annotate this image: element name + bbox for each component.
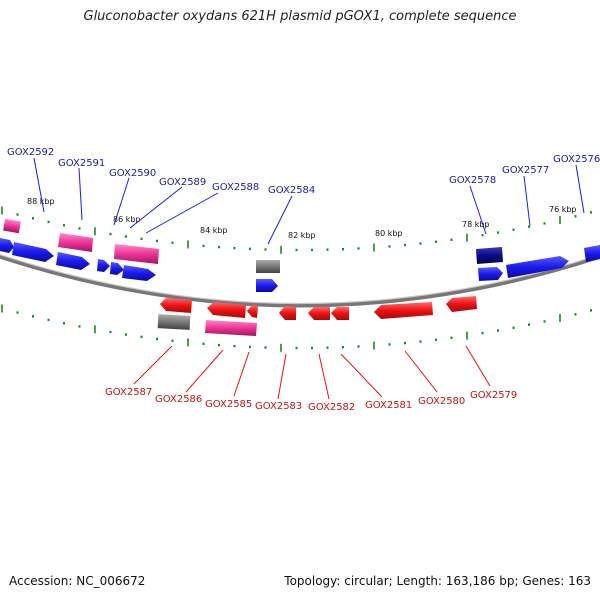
forward-leader-lines (33, 157, 585, 245)
gene-label-gox2588[interactable]: GOX2588 (212, 182, 259, 193)
feature-gox2581[interactable] (331, 307, 349, 320)
scale-label-82kbp: 82 kbp (288, 231, 316, 240)
feature-gox2586-red[interactable] (207, 302, 246, 318)
feature-gox2587-red[interactable] (160, 298, 192, 313)
feature-gox2582[interactable] (308, 307, 330, 320)
scale-label-86kbp: 86 kbp (113, 215, 141, 224)
feature-blue-9[interactable] (506, 256, 569, 278)
feature-gox2578[interactable] (476, 247, 503, 264)
feature-gox2591[interactable] (58, 233, 93, 252)
feature-gox2588[interactable] (114, 244, 159, 264)
topology-summary: Topology: circular; Length: 163,186 bp; … (284, 574, 591, 588)
scale-label-78kbp: 78 kbp (462, 220, 490, 229)
reverse-leader-lines (133, 345, 491, 400)
feature-gox2583[interactable] (279, 306, 296, 320)
feature-blue-1[interactable] (0, 238, 14, 253)
lower-tick-ring (1, 304, 592, 352)
scale-label-88kbp: 88 kbp (27, 197, 55, 206)
feature-blue-4[interactable] (97, 259, 110, 272)
feature-blue-6[interactable] (122, 265, 156, 281)
feature-gox2579[interactable] (446, 296, 477, 312)
gene-label-gox2587[interactable]: GOX2587 (105, 387, 152, 398)
feature-gox2585[interactable] (205, 320, 257, 336)
gene-label-gox2590[interactable]: GOX2590 (109, 168, 156, 179)
upper-tick-ring (1, 206, 592, 254)
reverse-features (157, 296, 477, 336)
gene-label-gox2591[interactable]: GOX2591 (58, 158, 105, 169)
gene-label-gox2583[interactable]: GOX2583 (255, 401, 302, 412)
gene-label-gox2578[interactable]: GOX2578 (449, 175, 496, 186)
feature-gox2580[interactable] (374, 302, 433, 319)
feature-blue-2[interactable] (12, 242, 54, 262)
feature-blue-3[interactable] (56, 252, 90, 270)
scale-label-80kbp: 80 kbp (375, 229, 403, 238)
accession-text: Accession: NC_006672 (9, 574, 146, 588)
backbone-arc-highlight (0, 253, 600, 305)
gene-label-gox2581[interactable]: GOX2581 (365, 400, 412, 411)
gene-label-gox2577[interactable]: GOX2577 (502, 165, 549, 176)
feature-gox2587[interactable] (157, 314, 191, 330)
feature-gox2584[interactable] (256, 260, 280, 273)
forward-features (3, 218, 503, 273)
gene-label-gox2580[interactable]: GOX2580 (418, 396, 465, 407)
feature-pink-left[interactable] (3, 218, 21, 234)
scale-label-76kbp: 76 kbp (549, 205, 577, 214)
gene-label-gox2584[interactable]: GOX2584 (268, 185, 315, 196)
feature-blue-5[interactable] (110, 262, 124, 275)
gene-label-gox2589[interactable]: GOX2589 (159, 177, 206, 188)
feature-blue-7[interactable] (256, 279, 278, 292)
gene-label-gox2576[interactable]: GOX2576 (553, 154, 600, 165)
forward-cds-inner (0, 238, 600, 292)
feature-blue-10[interactable] (584, 245, 600, 262)
scale-label-84kbp: 84 kbp (200, 226, 228, 235)
gene-label-gox2592[interactable]: GOX2592 (7, 147, 54, 158)
gene-label-gox2585[interactable]: GOX2585 (205, 399, 252, 410)
gene-label-gox2582[interactable]: GOX2582 (308, 402, 355, 413)
feature-blue-8[interactable] (478, 267, 503, 281)
feature-red-small-1[interactable] (247, 305, 258, 318)
gene-label-gox2586[interactable]: GOX2586 (155, 394, 202, 405)
backbone-arc (0, 254, 600, 308)
gene-label-gox2579[interactable]: GOX2579 (470, 390, 517, 401)
map-title: Gluconobacter oxydans 621H plasmid pGOX1… (83, 9, 517, 24)
